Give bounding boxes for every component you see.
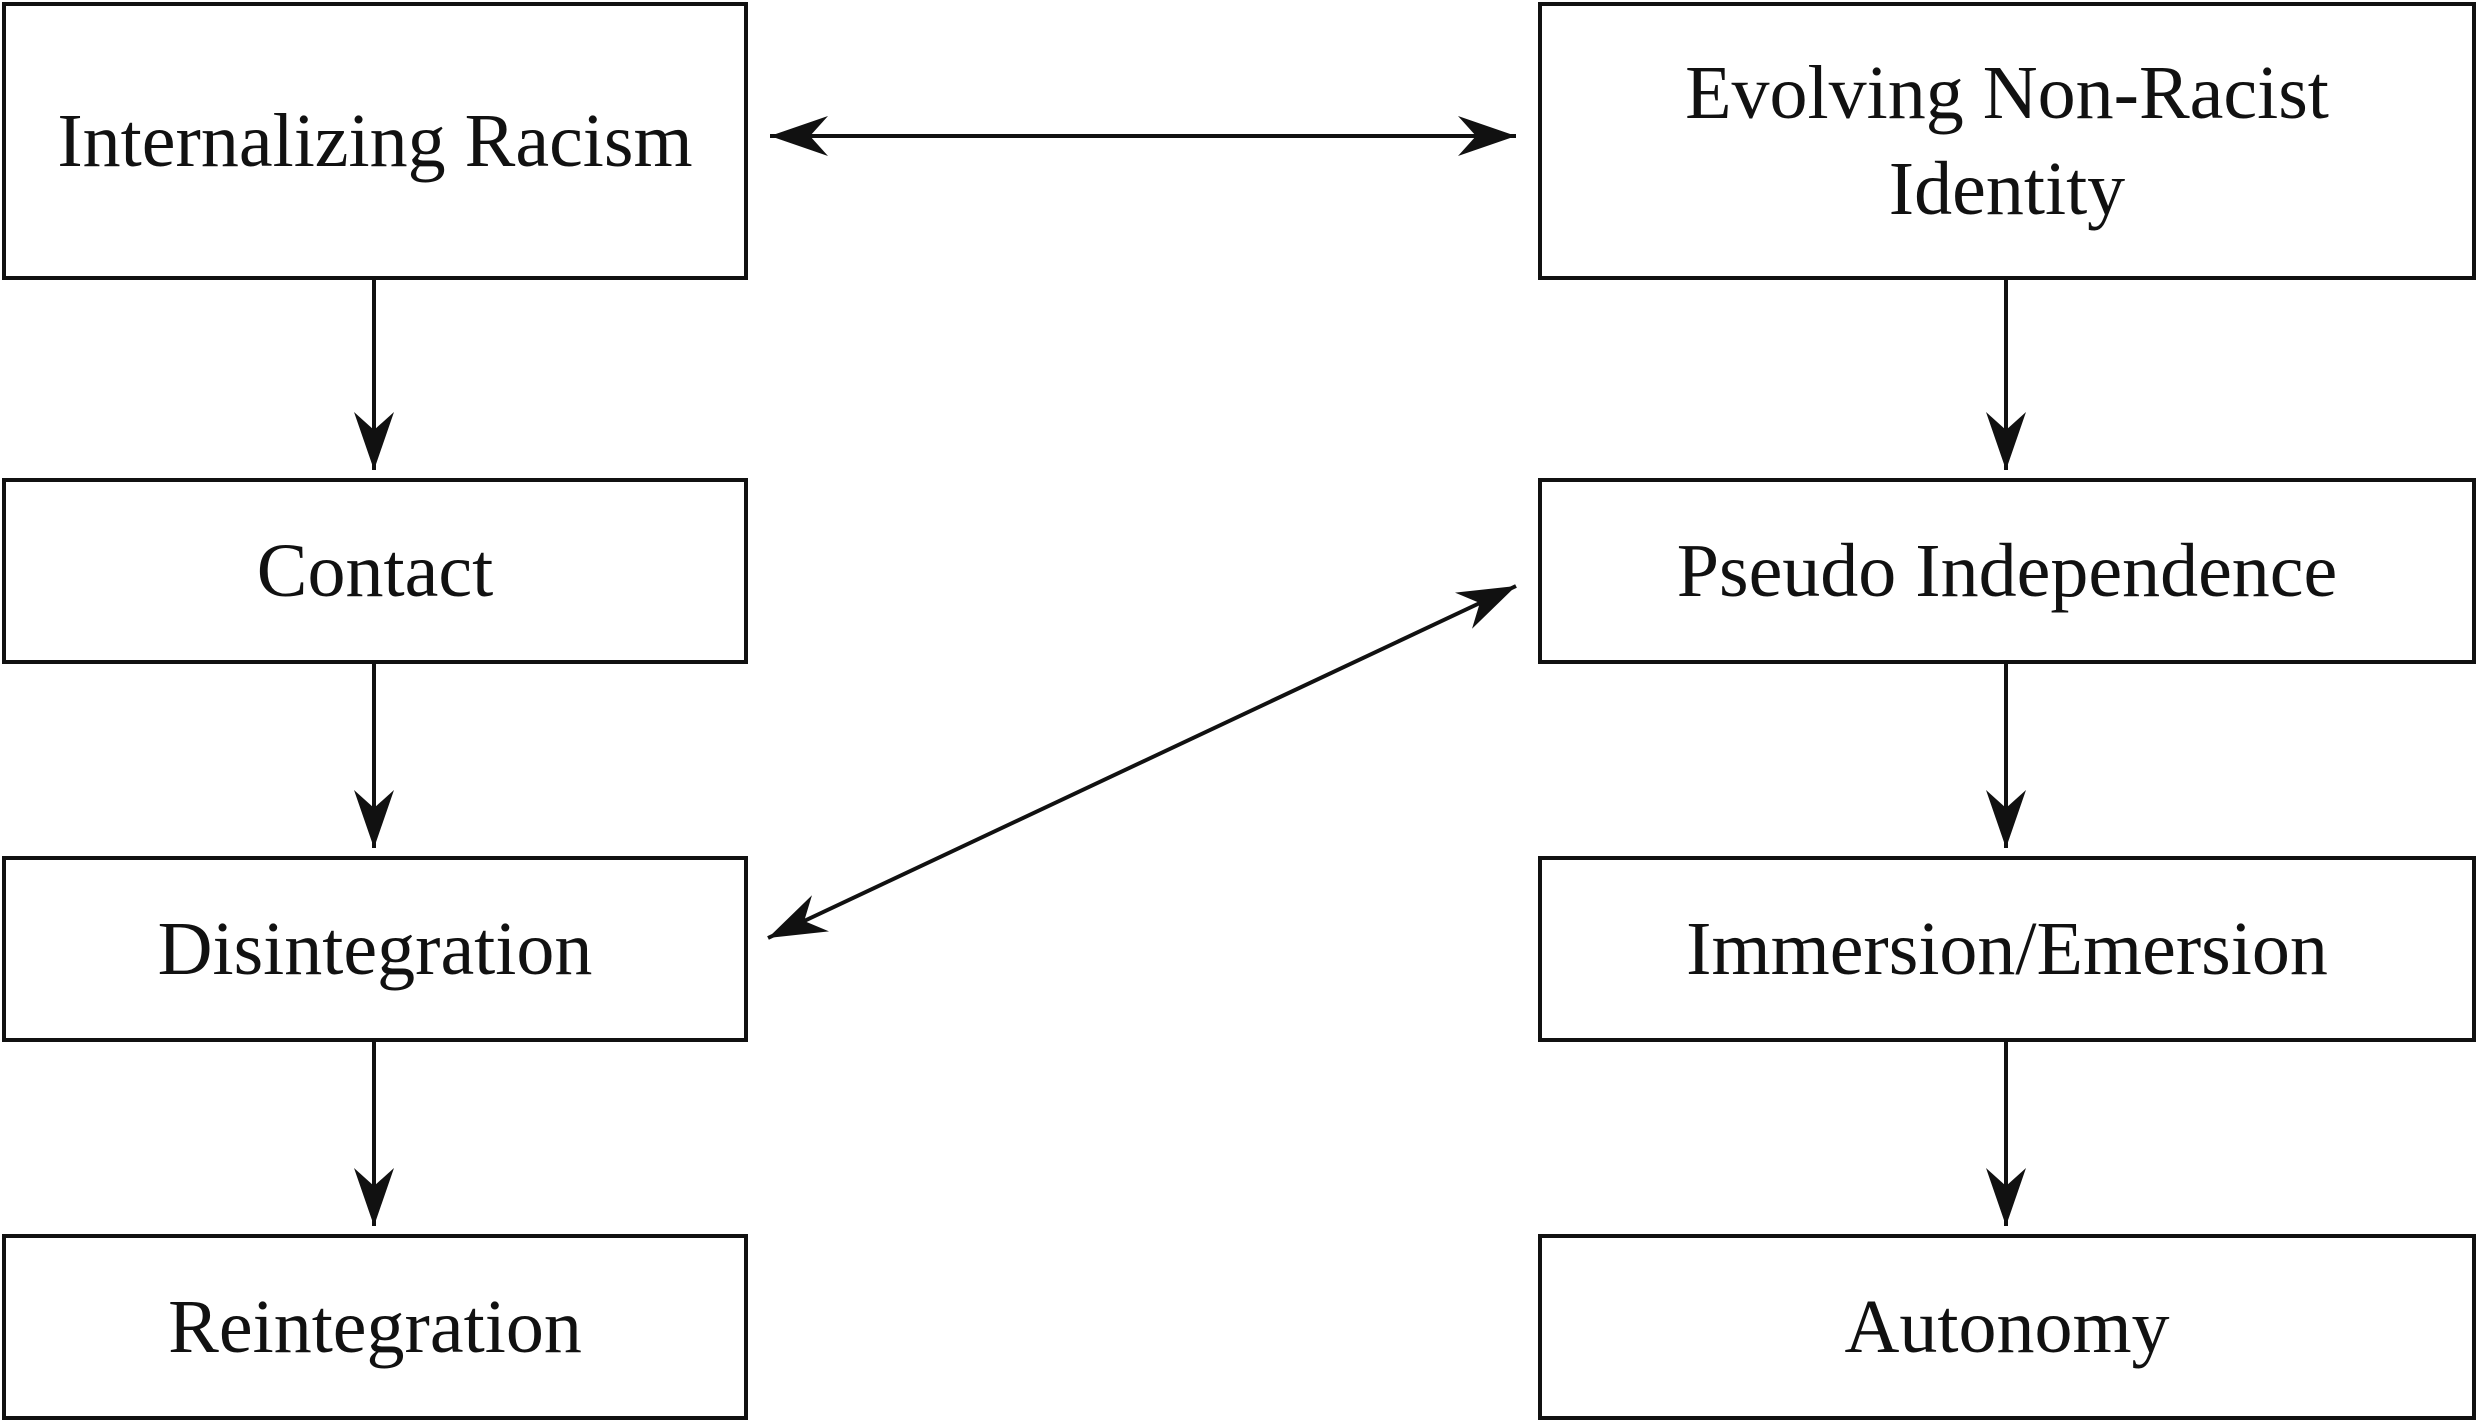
box-immersion-emersion: Immersion/Emersion [1538,856,2476,1042]
connector-immersion-autonomy [1986,1042,2026,1226]
connector-disintegration-reintegration [354,1042,394,1226]
box-internalizing-racism: Internalizing Racism [2,2,748,280]
arrowhead-pseudo-immersion-end [1986,790,2026,848]
box-label-disintegration: Disintegration [157,907,593,991]
box-reintegration: Reintegration [2,1234,748,1420]
arrowhead-disintegration-pseudo-start [768,895,829,938]
box-disintegration: Disintegration [2,856,748,1042]
connector-internalizing-contact [354,280,394,470]
connector-disintegration-pseudo [767,584,1517,940]
box-label-immersion-emersion: Immersion/Emersion [1686,907,2328,991]
box-label-pseudo-independence: Pseudo Independence [1676,529,2338,613]
arrowhead-internalizing-evolving-start [770,116,828,156]
arrowhead-evolving-pseudo-end [1986,412,2026,470]
arrowhead-disintegration-pseudo-end [1455,586,1516,629]
arrowhead-internalizing-evolving-end [1458,116,1516,156]
box-label-contact: Contact [256,529,494,613]
box-autonomy: Autonomy [1538,1234,2476,1420]
box-label-evolving-non-racist-identity: Evolving Non-Racist Identity [1685,51,2329,231]
connector-line-disintegration-pseudo [767,584,1517,940]
box-label-autonomy: Autonomy [1844,1285,2170,1369]
arrowhead-internalizing-contact-end [354,412,394,470]
box-pseudo-independence: Pseudo Independence [1538,478,2476,664]
box-evolving-non-racist-identity: Evolving Non-Racist Identity [1538,2,2476,280]
connector-pseudo-immersion [1986,664,2026,848]
box-contact: Contact [2,478,748,664]
connector-contact-disintegration [354,664,394,848]
connector-internalizing-evolving [770,116,1516,156]
box-label-internalizing-racism: Internalizing Racism [57,99,693,183]
arrowhead-immersion-autonomy-end [1986,1168,2026,1226]
arrowhead-disintegration-reintegration-end [354,1168,394,1226]
connector-evolving-pseudo [1986,280,2026,470]
arrowhead-contact-disintegration-end [354,790,394,848]
box-label-reintegration: Reintegration [168,1285,582,1369]
